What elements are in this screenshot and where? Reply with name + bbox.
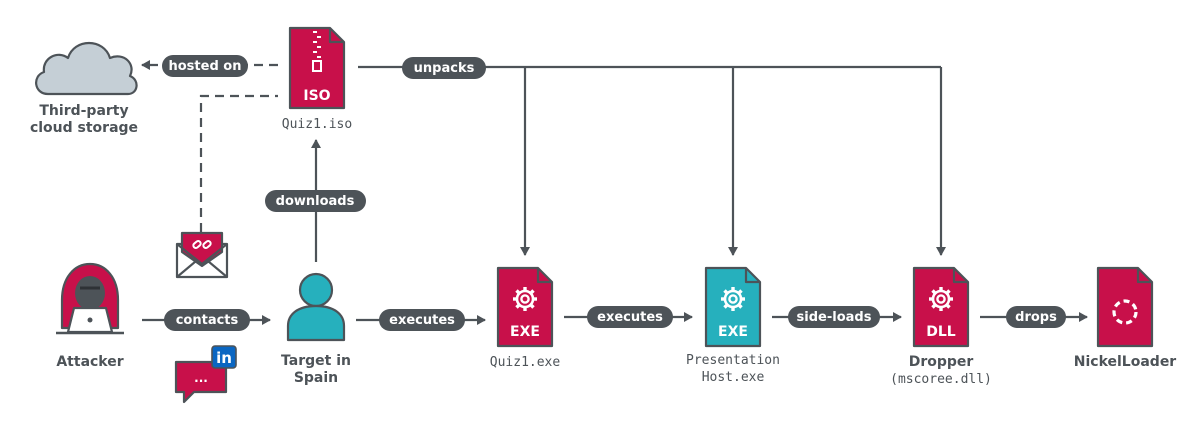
nickelloader-icon (1096, 266, 1154, 348)
dll-badge-text: DLL (926, 324, 956, 340)
dropper-dll-node: DLL Dropper (mscoree.dll) (890, 266, 992, 387)
cloud-node: Third-party cloud storage (30, 42, 138, 136)
exe-file-icon: EXE (496, 266, 554, 348)
exe-file-icon: EXE (704, 266, 762, 348)
side-loads-pill: side-loads (788, 306, 880, 328)
dropper-label-line-1: Dropper (909, 354, 974, 370)
contacts-label: contacts (176, 313, 239, 328)
executes-label-2: executes (597, 310, 663, 325)
linkedin-logo: in (216, 349, 232, 367)
hacker-icon (56, 262, 124, 335)
executes-pill-1: executes (379, 309, 465, 331)
nickelloader-label: NickelLoader (1074, 354, 1177, 370)
downloads-pill: downloads (265, 190, 366, 212)
target-label-line-2: Spain (294, 370, 338, 386)
nickelloader-node: NickelLoader (1074, 266, 1177, 370)
drops-pill: drops (1006, 306, 1066, 328)
attacker-label: Attacker (56, 354, 123, 370)
downloads-label: downloads (276, 194, 355, 209)
hosted-on-label: hosted on (169, 59, 242, 74)
dll-file-icon: DLL (912, 266, 970, 348)
user-icon (286, 272, 346, 342)
target-label-line-1: Target in (281, 353, 351, 369)
cloud-icon (35, 42, 138, 96)
attacker-node: Attacker (56, 262, 124, 370)
presentation-exe-badge-text: EXE (718, 324, 748, 340)
contacts-pill: contacts (164, 309, 250, 331)
cloud-label-line-2: cloud storage (30, 120, 138, 136)
iso-node: ISO Quiz1.iso (282, 26, 352, 132)
quiz-exe-node: EXE Quiz1.exe (490, 266, 561, 370)
iso-file-icon: ISO (288, 26, 346, 110)
unpacks-label: unpacks (414, 61, 475, 76)
cloud-label-line-1: Third-party (39, 103, 128, 119)
presentation-exe-label-line-2: Host.exe (702, 370, 765, 385)
presentation-exe-node: EXE Presentation Host.exe (686, 266, 780, 385)
email-link-dashed-line (199, 94, 278, 232)
quiz-exe-badge-text: EXE (510, 324, 540, 340)
quiz-exe-label: Quiz1.exe (490, 355, 561, 370)
edge-labels: hosted on unpacks downloads contacts exe… (162, 55, 1066, 331)
email-link-icon (175, 231, 229, 279)
unpacks-pill: unpacks (402, 57, 486, 79)
target-node: Target in Spain (281, 272, 351, 386)
executes-pill-2: executes (587, 306, 673, 328)
iso-label: Quiz1.iso (282, 117, 352, 132)
presentation-exe-label-line-1: Presentation (686, 353, 780, 368)
dropper-label-line-2: (mscoree.dll) (890, 372, 992, 387)
drops-label: drops (1015, 310, 1057, 325)
linkedin-chat-dots: ... (194, 371, 208, 385)
side-loads-label: side-loads (797, 310, 872, 325)
iso-badge-text: ISO (303, 88, 330, 104)
linkedin-chat-icon: ... in (174, 345, 237, 404)
executes-label-1: executes (389, 313, 455, 328)
hosted-on-pill: hosted on (162, 55, 248, 77)
